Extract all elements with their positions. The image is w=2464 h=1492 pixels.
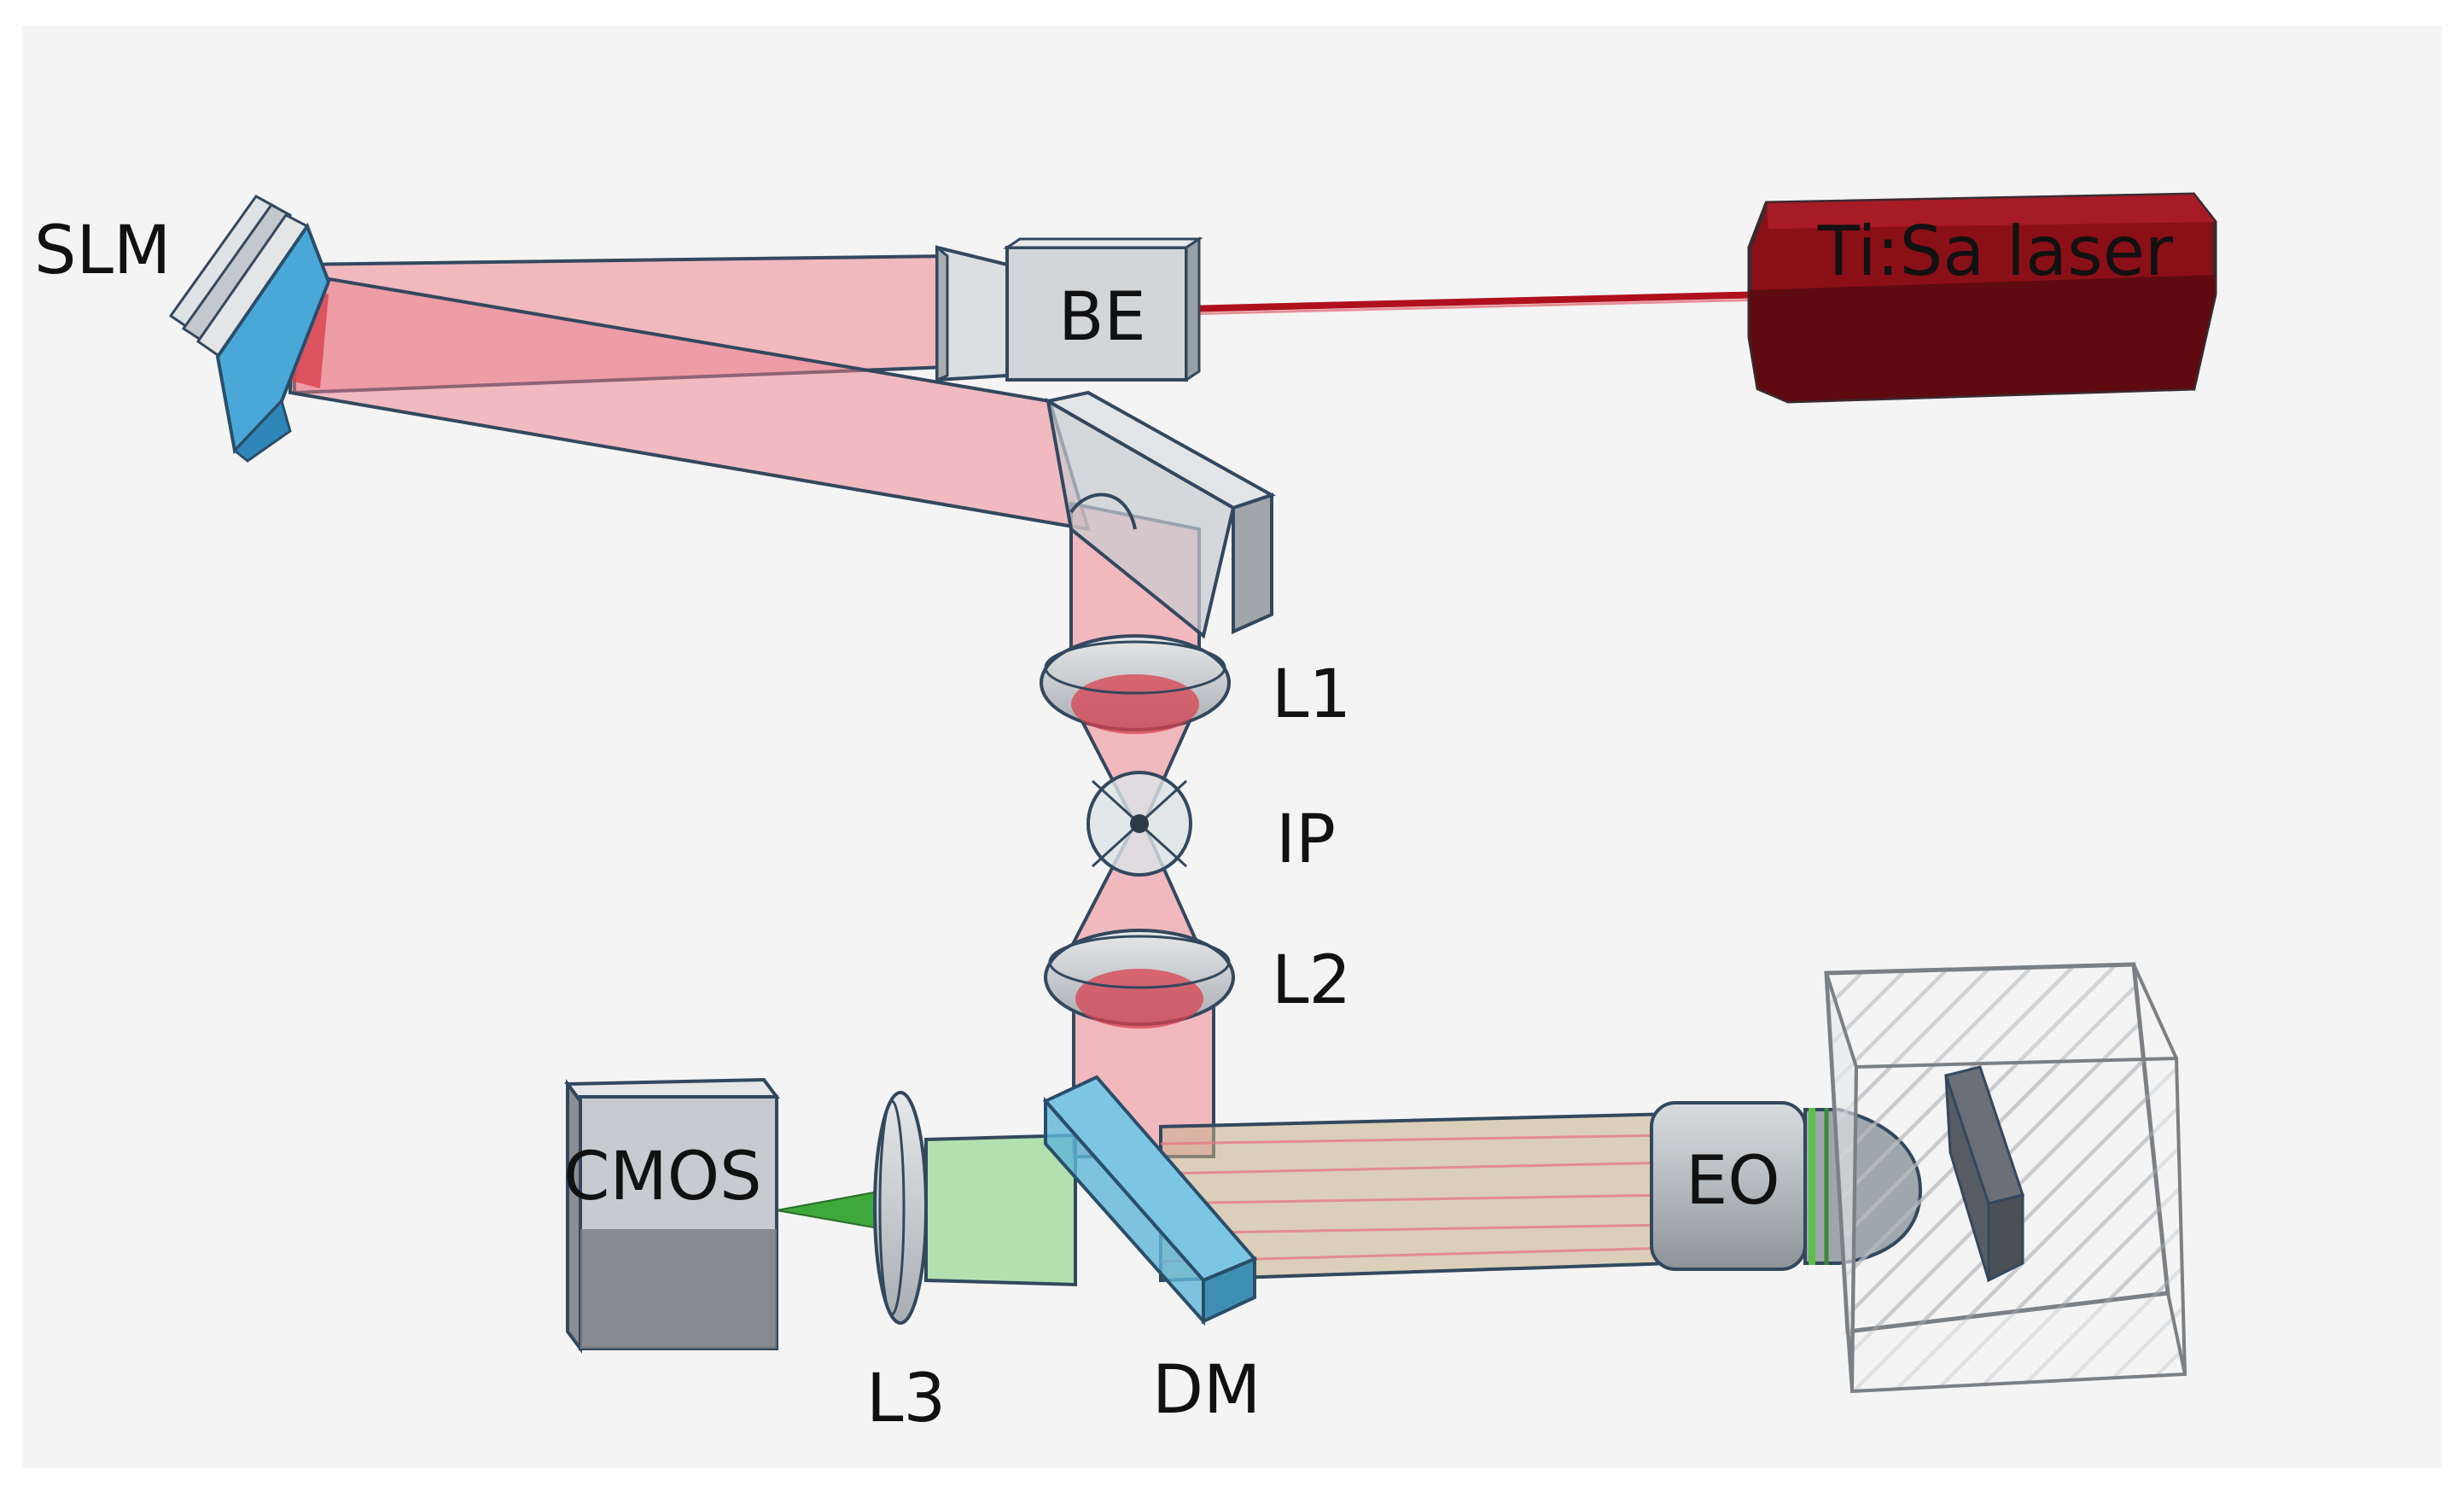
label-l2: L2 <box>1272 942 1351 1019</box>
sample-chamber-component <box>1824 962 2187 1394</box>
beam-expander-component <box>935 236 1203 382</box>
label-dm: DM <box>1152 1352 1261 1429</box>
label-eo: EO <box>1686 1143 1780 1220</box>
fold-mirror-component <box>1043 390 1276 639</box>
green-beam-dm-to-l3 <box>924 1133 1077 1287</box>
label-l1: L1 <box>1272 656 1351 733</box>
laser-beam-thin <box>1181 291 1768 312</box>
label-be: BE <box>1058 279 1146 356</box>
dichroic-mirror-component <box>1042 1075 1258 1326</box>
lens-l1-component <box>1040 634 1231 734</box>
slm-component <box>168 195 331 463</box>
lens-l2-component <box>1044 929 1235 1029</box>
label-laser: Ti:Sa laser <box>1817 212 2173 291</box>
label-cmos: CMOS <box>563 1139 762 1215</box>
laser-component <box>1747 192 2217 404</box>
iris-plane-component <box>1086 771 1192 877</box>
cmos-component <box>564 1077 780 1354</box>
laser-beam-highlight <box>1181 298 1768 316</box>
label-l3: L3 <box>866 1361 946 1437</box>
label-slm: SLM <box>34 213 171 289</box>
label-ip: IP <box>1276 801 1336 878</box>
lens-l3-component <box>873 1091 928 1325</box>
